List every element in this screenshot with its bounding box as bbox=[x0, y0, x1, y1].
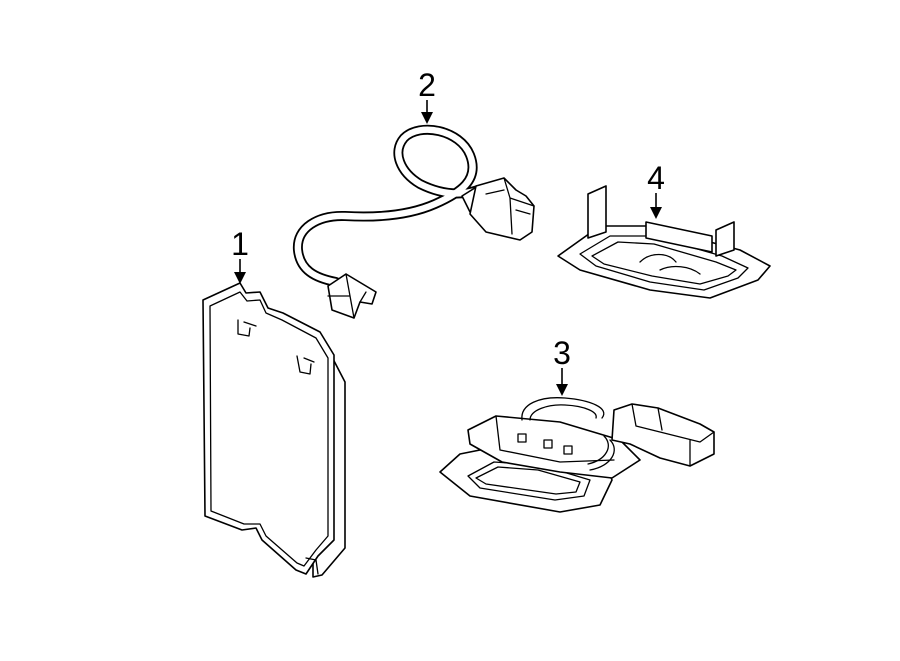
callout-1-label: 1 bbox=[231, 226, 249, 262]
callout-4-label: 4 bbox=[647, 160, 665, 196]
callout-1: 1 bbox=[231, 226, 249, 284]
callout-4: 4 bbox=[647, 160, 665, 219]
part-1-control-module[interactable] bbox=[202, 282, 346, 578]
part-3-lamp-assembly[interactable] bbox=[439, 397, 715, 513]
callout-3-label: 3 bbox=[553, 335, 571, 371]
part-4-lamp[interactable] bbox=[557, 185, 771, 299]
part-2-wiring-harness[interactable] bbox=[292, 124, 535, 319]
callout-2: 2 bbox=[418, 67, 436, 124]
callout-3: 3 bbox=[553, 335, 571, 396]
callout-2-label: 2 bbox=[418, 67, 436, 103]
